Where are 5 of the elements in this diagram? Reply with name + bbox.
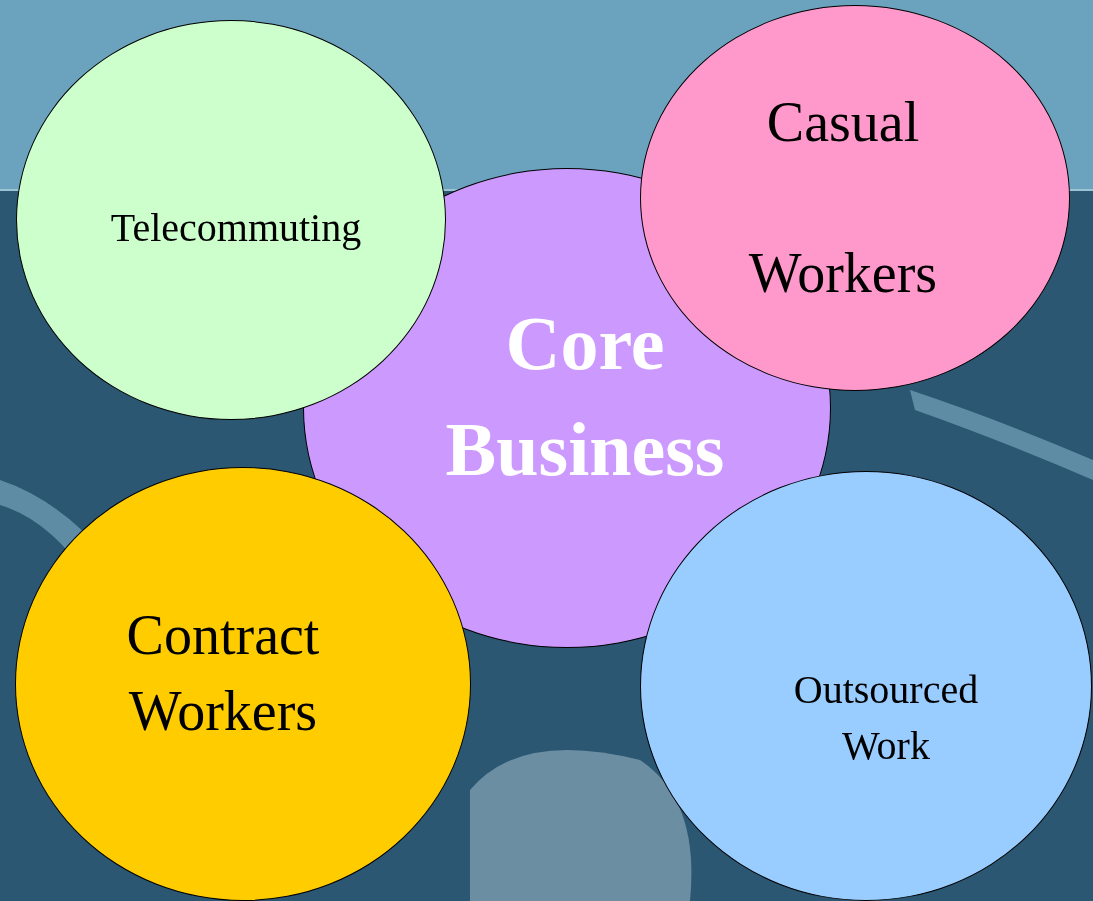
- node-label: Casual Workers: [747, 89, 939, 306]
- node-label: Outsourced Work: [792, 666, 980, 770]
- node-label: Telecommuting: [109, 204, 363, 252]
- node-label: Contract Workers: [125, 603, 321, 744]
- node-label: Core Business: [444, 299, 726, 493]
